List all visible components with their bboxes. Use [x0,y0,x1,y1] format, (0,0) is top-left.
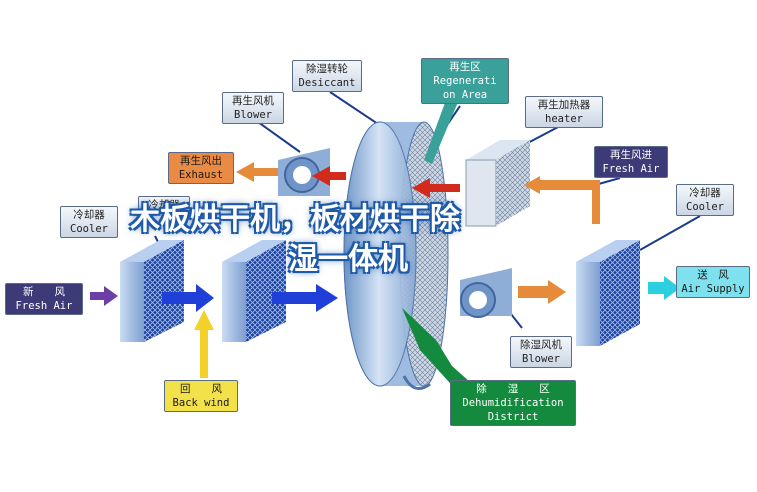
dehum-blower-unit [460,268,512,318]
arrow-regen-to-blower [312,166,346,186]
fresh-air-cn: 新 风 [23,286,65,298]
airflow-arrows [90,162,680,378]
dehum-district-en2: District [487,411,539,423]
dehum-district-label: 除 湿 区 Dehumidification District [450,380,576,426]
regeneration-area-en1: Regenerati [433,75,497,87]
cooler-unit-left [120,240,184,342]
overlay-title-line1: 木板烘干机，板材烘干除 [130,202,460,237]
desiccant-label: 除湿转轮 Desiccant [292,60,362,92]
cooler-left-label: 冷却器 Cooler [60,206,118,238]
desiccant-label-en: Desiccant [298,77,356,89]
cooler-unit-middle [222,240,286,342]
exhaust-cn: 再生风出 [180,155,222,167]
fresh-air-en: Fresh Air [15,300,73,312]
regeneration-area-label: 再生区 Regenerati on Area [421,58,509,104]
regen-heater-en: heater [545,113,583,125]
cooler-left-en: Cooler [70,223,108,235]
callout-lines [154,91,701,329]
dehum-blower-label: 除湿风机 Blower [510,336,572,368]
arrow-fresh-air [90,286,118,306]
regen-fresh-air-cn: 再生风进 [610,149,652,161]
air-supply-en: Air Supply [681,283,745,295]
exhaust-label: 再生风出 Exhaust [168,152,234,184]
overlay-title-line2: 湿一体机 [288,242,408,277]
desiccant-label-cn: 除湿转轮 [306,63,348,75]
regen-blower-unit [278,148,330,196]
cooler-mid-cn: 冷却器 [148,199,180,211]
regen-fresh-air-en: Fresh Air [602,163,660,175]
cooler-left-cn: 冷却器 [73,209,105,221]
regeneration-area-cn: 再生区 [449,61,481,73]
back-wind-cn: 回 风 [180,383,222,395]
arrow-cooled-air-1 [162,284,214,312]
regen-blower-label: 再生风机 Blower [222,92,284,124]
regeneration-area-en2: on Area [442,89,488,101]
arrow-air-supply [648,276,680,300]
arrow-regen-in [412,178,460,198]
heater-unit [465,140,530,227]
air-supply-label: 送 风 Air Supply [676,266,750,298]
fresh-air-label: 新 风 Fresh Air [5,283,83,315]
cooler-unit-right [576,240,640,346]
cooler-right-label: 冷却器 Cooler [676,184,734,216]
arrow-dehum-out [518,280,566,304]
arrow-exhaust [236,162,278,182]
arrow-back-wind [194,310,214,378]
back-wind-label: 回 风 Back wind [164,380,238,412]
dehum-district-en1: Dehumidification [462,397,564,409]
cooler-right-en: Cooler [686,201,724,213]
exhaust-en: Exhaust [178,169,224,181]
regen-area-pointer [424,100,458,164]
cooler-mid-label: 冷却器 [138,196,190,214]
overlay-title: 木板烘干机，板材烘干除 湿一体机 [130,200,650,280]
cooler-right-cn: 冷却器 [689,187,721,199]
back-wind-en: Back wind [172,397,230,409]
dehum-district-pointer [402,308,470,392]
regen-heater-cn: 再生加热器 [537,99,591,111]
dehum-blower-cn: 除湿风机 [520,339,562,351]
regen-blower-cn: 再生风机 [232,95,274,107]
dehum-district-cn: 除 湿 区 [476,383,550,395]
regen-blower-en: Blower [234,109,272,121]
arrow-regen-fresh [540,180,600,224]
air-supply-cn: 送 风 [697,269,729,281]
arrow-cooled-air-2 [272,284,338,312]
regen-fresh-air-label: 再生风进 Fresh Air [594,146,668,178]
regen-heater-label: 再生加热器 heater [525,96,603,128]
dehum-blower-en: Blower [522,353,560,365]
